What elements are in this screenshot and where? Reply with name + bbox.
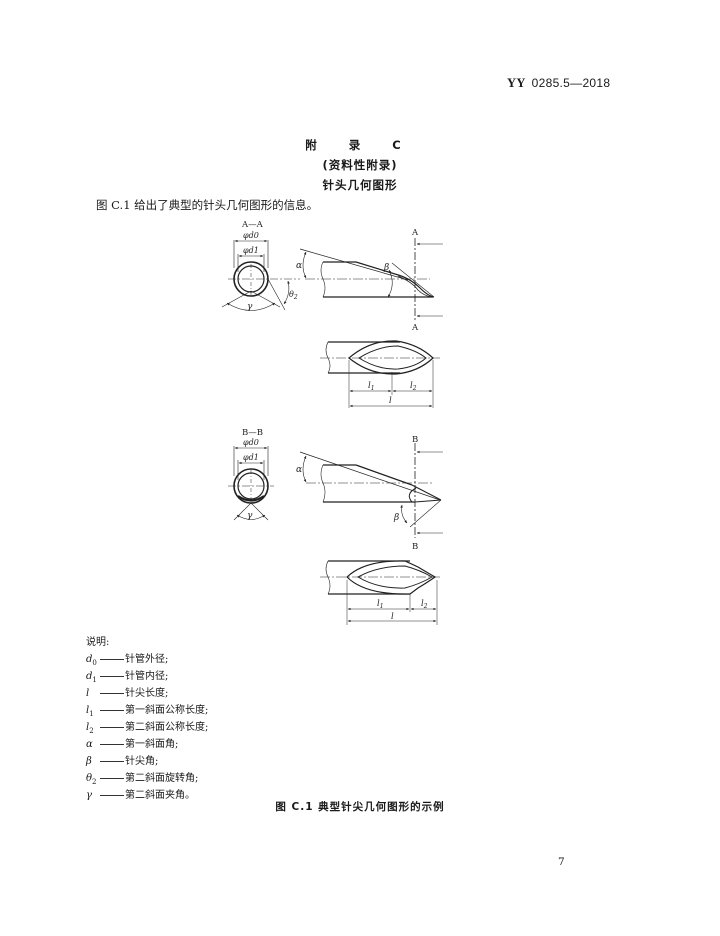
top-view-a: l1 l2 l xyxy=(320,340,440,408)
svg-text:l1: l1 xyxy=(368,381,375,392)
annex-title: 针头几何图形 xyxy=(322,178,398,192)
section-b-view: B—B φd0 φd1 γ xyxy=(228,428,274,521)
svg-text:β: β xyxy=(393,513,399,523)
annex-type: (资料性附录) xyxy=(322,158,398,172)
svg-text:β: β xyxy=(383,263,389,273)
svg-text:γ: γ xyxy=(247,511,253,521)
standard-number: YY 0285.5—2018 xyxy=(507,76,610,91)
cut-marker-b-bottom: B xyxy=(412,542,418,552)
svg-text:α: α xyxy=(296,261,302,271)
phi-d0-label-b: φd0 xyxy=(243,438,259,447)
intro-paragraph: 图 C.1 给出了典型的针头几何图形的信息。 xyxy=(96,198,319,212)
section-b-label: B—B xyxy=(242,428,263,438)
svg-text:l2: l2 xyxy=(410,381,417,392)
svg-text:l2: l2 xyxy=(421,599,428,610)
svg-text:α: α xyxy=(296,465,302,475)
page-number: 7 xyxy=(558,856,565,868)
cut-marker-b-top: B xyxy=(412,435,418,445)
standard-prefix: YY xyxy=(507,76,526,90)
side-view-a: α β A A xyxy=(296,228,443,333)
top-view-b: l1 l2 l xyxy=(320,560,440,625)
svg-text:θ2: θ2 xyxy=(289,290,298,301)
section-a-label: A—A xyxy=(241,220,264,230)
cut-marker-a-bottom: A xyxy=(411,323,419,333)
standard-code: 0285.5—2018 xyxy=(531,76,611,90)
section-a-view: A—A φd0 φd1 γ θ2 xyxy=(221,220,300,312)
side-view-b: α β B B xyxy=(296,435,443,552)
phi-d1-label-b: φd1 xyxy=(243,453,259,462)
svg-text:l: l xyxy=(389,396,392,406)
needle-geometry-figure: A—A φd0 φd1 γ θ2 xyxy=(221,220,443,625)
svg-text:γ: γ xyxy=(247,302,253,312)
annex-heading: 附 录 C xyxy=(305,138,415,152)
phi-d0-label: φd0 xyxy=(243,231,259,240)
cut-marker-a-top: A xyxy=(411,228,419,238)
legend-title: 说明: xyxy=(86,637,110,648)
figure-caption: 图 C.1 典型针尖几何图形的示例 xyxy=(275,801,445,813)
phi-d1-label: φd1 xyxy=(243,246,259,255)
svg-text:l1: l1 xyxy=(377,599,384,610)
svg-text:l: l xyxy=(391,612,394,622)
